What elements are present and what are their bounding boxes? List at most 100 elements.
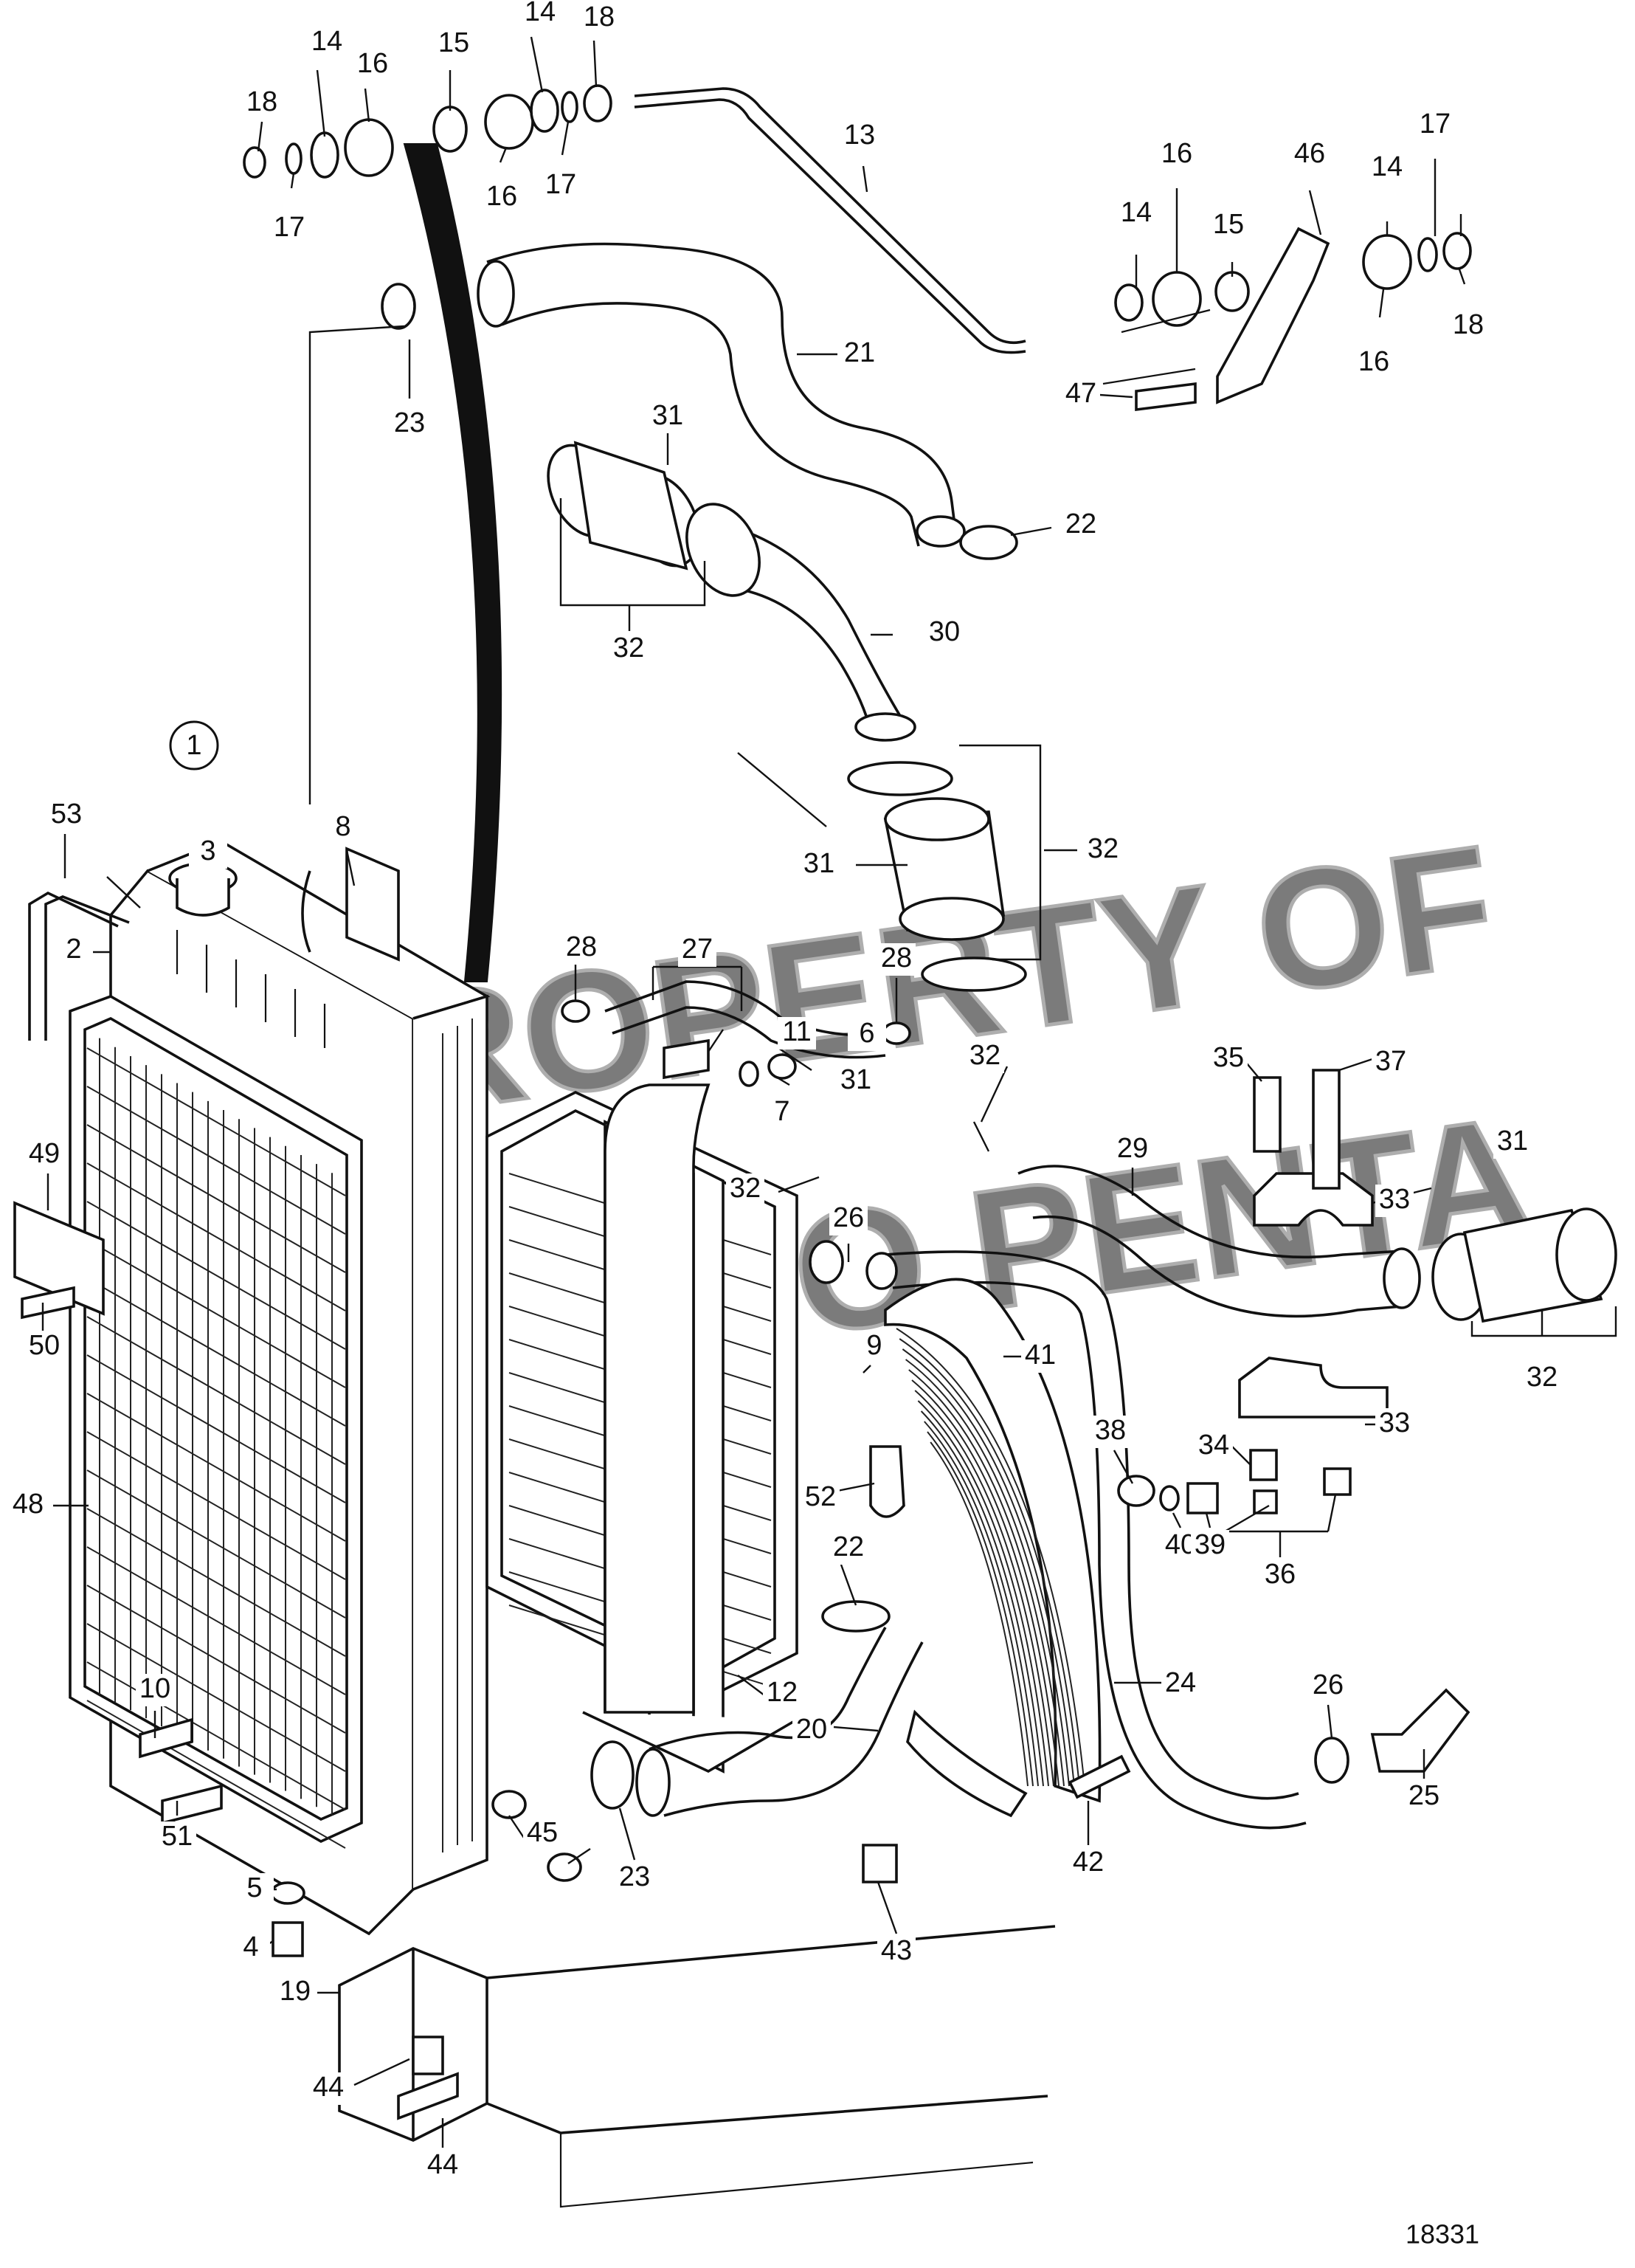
- callout-background: [1062, 379, 1100, 411]
- callout-23: 23: [619, 1861, 650, 1892]
- mesh-line: [86, 1700, 346, 1849]
- callout-background: [435, 28, 473, 61]
- callout-9: 9: [866, 1330, 882, 1361]
- callout-background: [308, 27, 346, 59]
- callout-8: 8: [335, 811, 350, 842]
- callout-22: 22: [1065, 509, 1096, 540]
- mesh-line: [920, 1410, 1044, 1787]
- callout-27: 27: [682, 934, 713, 965]
- callout-2: 2: [66, 934, 81, 965]
- callout-16: 16: [357, 48, 388, 79]
- callout-background: [1117, 198, 1155, 230]
- callout-background: [25, 1139, 63, 1171]
- callout-24: 24: [1165, 1667, 1196, 1698]
- callout-background: [1195, 1430, 1233, 1463]
- callout-18: 18: [584, 1, 615, 32]
- callout-17: 17: [1420, 108, 1451, 139]
- callout-53: 53: [51, 799, 82, 830]
- callout-25: 25: [1408, 1780, 1439, 1811]
- callout-background: [877, 943, 916, 976]
- callout-background: [615, 1862, 654, 1895]
- mesh-line: [930, 1441, 1029, 1787]
- callout-background: [1158, 139, 1196, 171]
- mesh-line: [917, 1400, 1049, 1787]
- callout-background: [848, 1018, 886, 1051]
- callout-background: [763, 1678, 801, 1710]
- callout-background: [1493, 1126, 1532, 1159]
- callout-28: 28: [881, 942, 912, 973]
- callout-background: [309, 2072, 348, 2105]
- callout-51: 51: [162, 1821, 193, 1852]
- callout-background: [55, 934, 93, 967]
- callout-14: 14: [1121, 197, 1152, 228]
- mesh-line: [914, 1390, 1054, 1787]
- callout-14: 14: [1372, 151, 1403, 182]
- callout-52: 52: [805, 1481, 836, 1512]
- view-marker-number: 1: [186, 730, 201, 761]
- callout-15: 15: [1213, 209, 1244, 240]
- callout-41: 41: [1025, 1340, 1056, 1371]
- callout-5: 5: [246, 1872, 262, 1903]
- callout-background: [1091, 1416, 1130, 1448]
- callout-28: 28: [566, 931, 597, 962]
- callout-background: [1449, 310, 1487, 342]
- callout-background: [1191, 1530, 1229, 1562]
- callout-32: 32: [613, 633, 644, 663]
- callout-background: [801, 1482, 840, 1514]
- callout-32: 32: [730, 1173, 761, 1204]
- callout-31: 31: [840, 1064, 871, 1095]
- callout-26: 26: [833, 1202, 864, 1233]
- callout-39: 39: [1195, 1529, 1226, 1560]
- callout-33: 33: [1379, 1184, 1410, 1215]
- callout-background: [9, 1489, 47, 1522]
- callout-background: [829, 1532, 868, 1565]
- upper-sleeve-clamps: [547, 441, 761, 597]
- callout-31: 31: [652, 400, 683, 431]
- callout-11: 11: [782, 1016, 811, 1047]
- callout-50: 50: [29, 1330, 60, 1361]
- callout-background: [678, 934, 716, 967]
- callout-17: 17: [274, 212, 305, 243]
- callout-labels: 5338249504810515419444445232012434222524…: [9, 0, 1561, 2182]
- callout-background: [1021, 1340, 1060, 1373]
- callout-background: [158, 1821, 196, 1854]
- callout-background: [800, 849, 838, 881]
- callout-4: 4: [243, 1931, 258, 1962]
- callout-background: [424, 2150, 462, 2182]
- callout-background: [1375, 1408, 1414, 1441]
- callout-background: [1209, 1043, 1248, 1075]
- callout-23: 23: [394, 407, 425, 438]
- callout-35: 35: [1213, 1042, 1244, 1073]
- callout-45: 45: [527, 1817, 558, 1848]
- callout-48: 48: [13, 1489, 44, 1520]
- callout-background: [324, 812, 362, 844]
- callout-background: [1113, 1134, 1152, 1166]
- callout-42: 42: [1073, 1847, 1104, 1878]
- callout-background: [726, 1173, 764, 1206]
- callout-background: [542, 170, 580, 202]
- intercooler-hose: [1017, 1165, 1403, 1318]
- callout-background: [649, 401, 687, 433]
- callout-15: 15: [438, 27, 469, 58]
- callout-background: [390, 408, 429, 441]
- mesh-line: [924, 1421, 1039, 1787]
- figure-number: 18331: [1406, 2219, 1479, 2250]
- callout-30: 30: [929, 616, 960, 647]
- callout-background: [792, 1714, 831, 1747]
- outlet-elbow: [604, 1083, 711, 1714]
- callout-18: 18: [1453, 309, 1484, 340]
- callout-background: [562, 932, 601, 965]
- callout-background: [1069, 1847, 1107, 1880]
- mid-sleeve-clamps: [847, 761, 1027, 992]
- callout-background: [1261, 1559, 1299, 1592]
- callout-31: 31: [1497, 1126, 1528, 1157]
- callout-16: 16: [486, 181, 517, 212]
- mesh-line: [911, 1379, 1060, 1787]
- callout-background: [1355, 347, 1393, 379]
- callout-16: 16: [1161, 138, 1192, 169]
- mesh-line: [905, 1359, 1070, 1787]
- callout-38: 38: [1095, 1415, 1126, 1446]
- callout-background: [189, 836, 227, 869]
- callout-10: 10: [139, 1673, 170, 1704]
